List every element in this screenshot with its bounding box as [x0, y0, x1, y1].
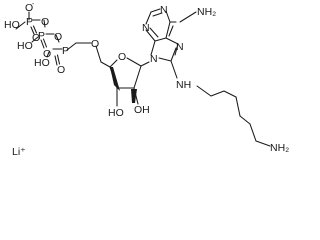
label-o-ring: O	[118, 51, 126, 63]
label-o-2: O	[43, 48, 51, 60]
label-nh2-top: NH₂	[197, 6, 216, 18]
label-n-purine-9: N	[150, 53, 158, 65]
label-o-1: O	[32, 32, 40, 44]
label-n-purine-1: N	[160, 4, 168, 16]
amine-bond	[179, 11, 197, 23]
label-o-c: O	[91, 38, 99, 50]
purine-ring-bonds	[145, 8, 179, 79]
label-nh2-bottom: NH₂	[270, 142, 289, 154]
label-o-3: O	[57, 64, 65, 76]
label-oh-ring-2: OH	[134, 104, 150, 116]
label-o-top: O	[25, 2, 33, 14]
label-ho-2: HO	[17, 40, 33, 52]
label-nh-linker: NH	[176, 79, 191, 91]
label-o-minus: -	[32, 1, 35, 8]
ribose-ring-bonds	[100, 57, 150, 107]
phosphate-chain-bonds	[15, 11, 102, 66]
label-li-plus: Li⁺	[12, 146, 26, 158]
label-ho-ring-1: HO	[108, 107, 124, 119]
stereo-wedge-oh	[131, 89, 137, 103]
label-p-3: P	[62, 45, 69, 57]
label-ho-1: HO	[4, 19, 20, 31]
label-o-b: O	[54, 31, 62, 43]
chemical-structure-diagram: O - HO P O O HO P O O HO P O O O NH₂ N N…	[4, 1, 289, 158]
label-n-purine-7: N	[176, 41, 184, 53]
stereo-wedge	[110, 67, 120, 91]
label-p-2: P	[38, 30, 45, 42]
label-p-1: P	[26, 16, 33, 28]
label-o-a: O	[41, 16, 49, 28]
label-n-purine-3: N	[142, 22, 150, 34]
label-ho-3: HO	[34, 57, 50, 69]
atom-labels: O - HO P O O HO P O O HO P O O O NH₂ N N…	[4, 1, 289, 158]
hexyl-chain-bonds	[196, 85, 271, 147]
